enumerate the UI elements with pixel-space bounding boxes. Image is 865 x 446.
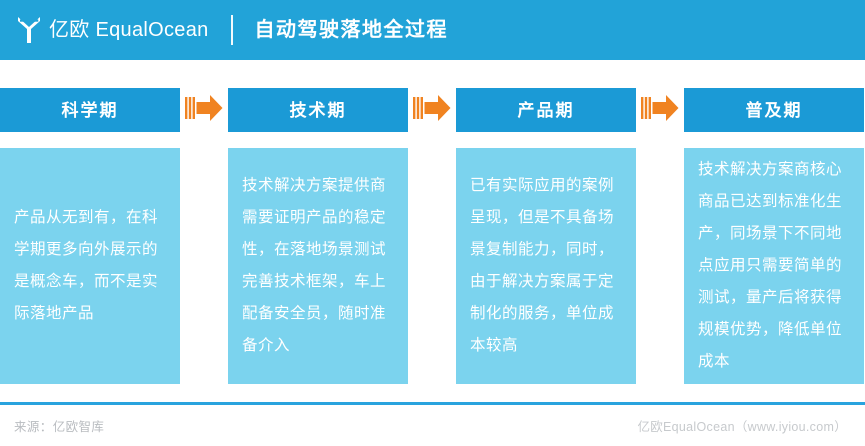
stage-header-2: 技术期 [228, 88, 408, 132]
stage-header-3: 产品期 [456, 88, 636, 132]
stage-header-4: 普及期 [684, 88, 864, 132]
header-divider [230, 15, 233, 45]
arrow-connector-2 [408, 88, 456, 132]
stage-title-3: 产品期 [517, 100, 575, 120]
stage-title-2: 技术期 [289, 100, 347, 120]
stage-body-3: 已有实际应用的案例呈现，但是不具备场景复制能力，同时，由于解决方案属于定制化的服… [456, 148, 636, 384]
right-arrow-icon [185, 94, 223, 127]
footer-divider [0, 402, 865, 405]
footer-brand: 亿欧EqualOcean（www.iyiou.com） [637, 419, 847, 434]
stage-description-4: 技术解决方案商核心商品已达到标准化生产，同场景下不同地点应用只需要简单的测试，量… [698, 161, 843, 370]
stage-description-2: 技术解决方案提供商需要证明产品的稳定性，在落地场景测试完善技术框架，车上配备安全… [242, 177, 387, 354]
equalocean-leaf-logo-icon [16, 15, 42, 45]
right-arrow-icon [641, 94, 679, 127]
header-bar: 亿欧 EqualOcean 自动驾驶落地全过程 [0, 0, 865, 60]
stage-title-1: 科学期 [61, 100, 119, 120]
stage-description-3: 已有实际应用的案例呈现，但是不具备场景复制能力，同时，由于解决方案属于定制化的服… [470, 177, 615, 354]
stage-body-1: 产品从无到有，在科学期更多向外展示的是概念车，而不是实际落地产品 [0, 148, 180, 384]
brand-lockup: 亿欧 EqualOcean [16, 15, 209, 45]
stage-header-1: 科学期 [0, 88, 180, 132]
arrow-connector-3 [636, 88, 684, 132]
stage-column-3: 产品期 已有实际应用的案例呈现，但是不具备场景复制能力，同时，由于解决方案属于定… [456, 88, 636, 384]
stage-body-4: 技术解决方案商核心商品已达到标准化生产，同场景下不同地点应用只需要简单的测试，量… [684, 148, 864, 384]
arrow-connector-1 [180, 88, 228, 132]
stage-title-4: 普及期 [745, 100, 803, 120]
stage-column-4: 普及期 技术解决方案商核心商品已达到标准化生产，同场景下不同地点应用只需要简单的… [684, 88, 864, 384]
right-arrow-icon [413, 94, 451, 127]
stage-body-2: 技术解决方案提供商需要证明产品的稳定性，在落地场景测试完善技术框架，车上配备安全… [228, 148, 408, 384]
stage-flow: 科学期 产品从无到有，在科学期更多向外展示的是概念车，而不是实际落地产品 技术期 [0, 88, 865, 384]
footer: 来源：亿欧智库 亿欧EqualOcean（www.iyiou.com） [0, 408, 865, 446]
footer-source: 来源：亿欧智库 [14, 419, 105, 434]
stage-column-2: 技术期 技术解决方案提供商需要证明产品的稳定性，在落地场景测试完善技术框架，车上… [228, 88, 408, 384]
stage-description-1: 产品从无到有，在科学期更多向外展示的是概念车，而不是实际落地产品 [14, 209, 159, 322]
brand-text: 亿欧 EqualOcean [49, 19, 209, 41]
stage-column-1: 科学期 产品从无到有，在科学期更多向外展示的是概念车，而不是实际落地产品 [0, 88, 180, 384]
page-title: 自动驾驶落地全过程 [254, 19, 449, 41]
